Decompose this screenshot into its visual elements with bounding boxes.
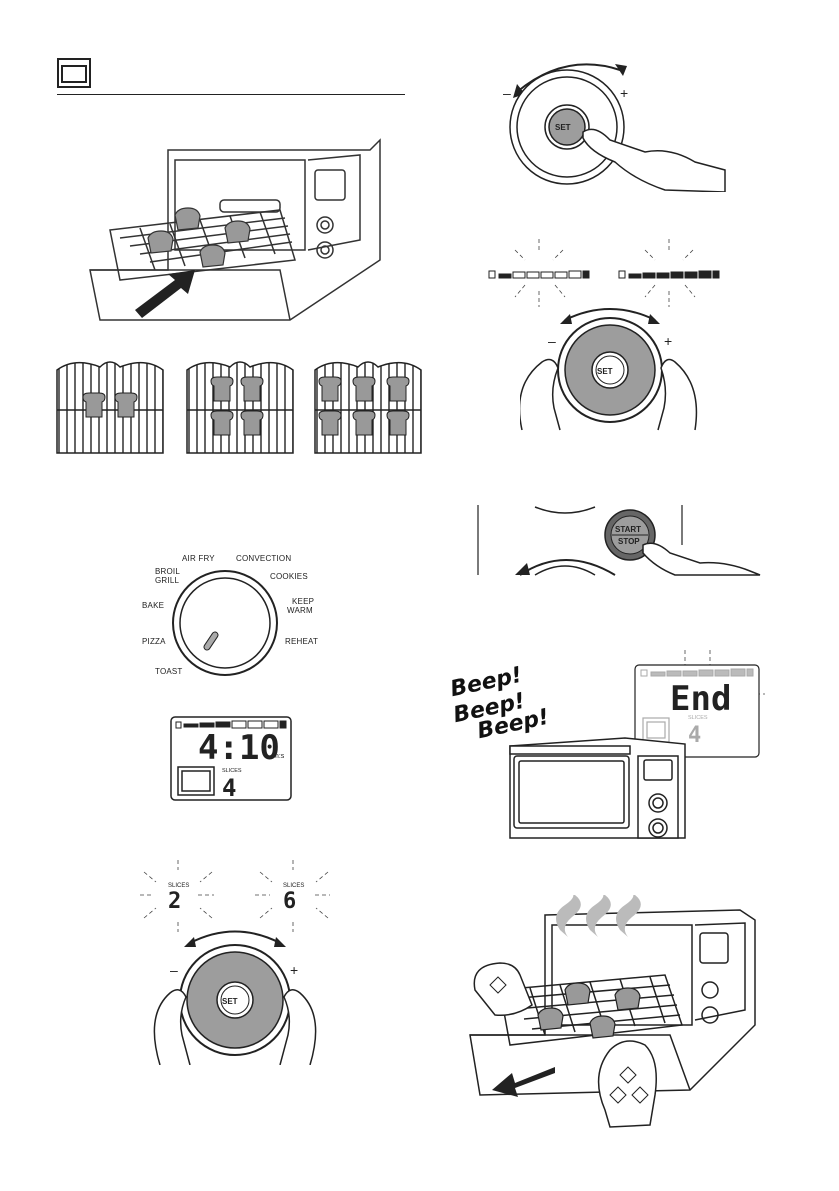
rack-four-slices bbox=[187, 362, 293, 453]
slice-option-1-value: 2 bbox=[168, 889, 181, 914]
shade-dial-plus: + bbox=[664, 333, 672, 349]
set-dial-minus: – bbox=[503, 85, 511, 101]
dial-label-cookies: COOKIES bbox=[270, 572, 308, 581]
dial-label-air-fry: AIR FRY bbox=[182, 554, 215, 563]
oven-insert-illustration bbox=[80, 130, 400, 335]
rack-layouts bbox=[55, 355, 425, 460]
dial-plus: + bbox=[290, 962, 298, 978]
dial-label-grill: GRILL bbox=[155, 576, 179, 585]
function-dial: AIR FRY CONVECTION BROIL GRILL COOKIES B… bbox=[135, 545, 335, 690]
dial-set-label: SET bbox=[222, 997, 238, 1006]
dial-label-warm: WARM bbox=[287, 606, 313, 615]
rack-six-slices bbox=[315, 362, 421, 453]
slices-dial-with-hands: – + SET bbox=[140, 925, 330, 1070]
start-stop-press: START STOP bbox=[475, 505, 765, 582]
slice-option-2-value: 6 bbox=[283, 889, 296, 914]
set-dial-label: SET bbox=[555, 123, 571, 132]
end-text: End bbox=[670, 679, 731, 719]
remove-toast-illustration bbox=[460, 895, 770, 1135]
shade-dial-set-label: SET bbox=[597, 367, 613, 376]
end-slices-label: SLICES bbox=[688, 715, 708, 721]
closed-oven-illustration bbox=[500, 728, 700, 853]
set-dial-press: – + SET bbox=[495, 52, 735, 197]
lcd-slices-value: 4 bbox=[222, 774, 236, 801]
dial-label-convection: CONVECTION bbox=[236, 554, 291, 563]
shade-dial-minus: – bbox=[548, 333, 556, 349]
dial-label-pizza: PIZZA bbox=[142, 637, 166, 646]
dial-label-toast: TOAST bbox=[155, 667, 183, 676]
header-rule bbox=[57, 94, 405, 95]
lcd-time: 4:10 bbox=[198, 728, 280, 768]
stop-label: STOP bbox=[618, 537, 640, 546]
header-oven-icon bbox=[57, 58, 91, 93]
rack-two-slices bbox=[57, 362, 163, 453]
dial-label-reheat: REHEAT bbox=[285, 637, 318, 646]
lcd-time-unit: m:s bbox=[273, 753, 285, 760]
dial-label-broil: BROIL bbox=[155, 567, 180, 576]
shade-dial-with-hands: – + SET bbox=[520, 300, 700, 437]
dial-label-bake: BAKE bbox=[142, 601, 164, 610]
dial-minus: – bbox=[170, 962, 178, 978]
dial-label-keep: KEEP bbox=[292, 597, 314, 606]
lcd-display: 4:10 m:s SLICES 4 bbox=[170, 716, 292, 806]
set-dial-plus: + bbox=[620, 85, 628, 101]
start-label: START bbox=[615, 525, 641, 534]
